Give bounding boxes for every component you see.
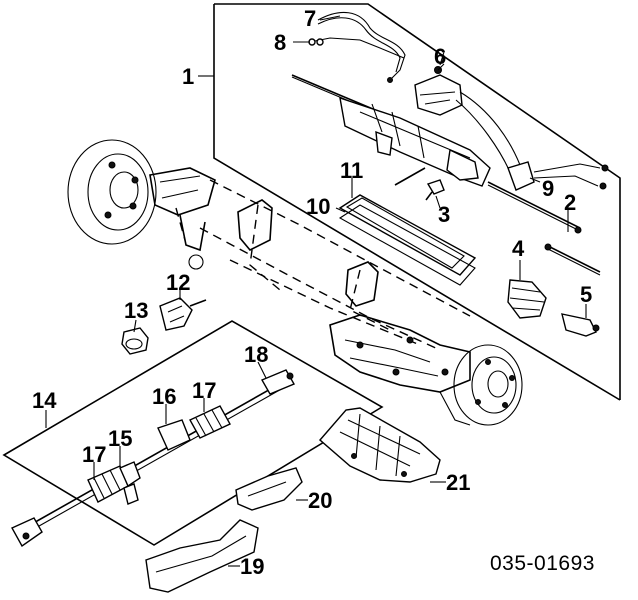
callout-13: 13 bbox=[124, 298, 148, 323]
callout-6: 6 bbox=[434, 44, 446, 69]
callout-2: 2 bbox=[564, 190, 576, 215]
mounting-plate bbox=[338, 194, 477, 286]
callout-16: 16 bbox=[152, 384, 176, 409]
callout-10: 10 bbox=[306, 194, 330, 219]
callout-7: 7 bbox=[304, 6, 316, 31]
callout-1: 1 bbox=[182, 64, 194, 89]
tie-rod-end bbox=[561, 313, 600, 337]
axle-housing-outline bbox=[67, 139, 523, 426]
grommet bbox=[121, 327, 149, 355]
steering-rack-assembly bbox=[291, 11, 609, 234]
callout-9: 9 bbox=[542, 176, 554, 201]
reference-code: 035-01693 bbox=[490, 552, 595, 575]
callout-5: 5 bbox=[580, 282, 592, 307]
callout-8: 8 bbox=[274, 30, 286, 55]
callout-19: 19 bbox=[240, 554, 264, 579]
leader-lines bbox=[45, 15, 587, 567]
callout-20: 20 bbox=[308, 488, 332, 513]
inner-rod bbox=[394, 167, 426, 186]
callout-3: 3 bbox=[438, 202, 450, 227]
callout-15: 15 bbox=[108, 426, 132, 451]
callout-12: 12 bbox=[166, 270, 190, 295]
callout-14: 14 bbox=[32, 388, 57, 413]
callout-17-right: 17 bbox=[192, 378, 216, 403]
callout-labels: 1 2 3 4 5 6 7 8 9 10 11 12 13 14 15 16 1… bbox=[32, 6, 592, 579]
skid-plate bbox=[319, 407, 441, 483]
callout-18: 18 bbox=[244, 342, 268, 367]
rack-mount-bolt bbox=[425, 179, 445, 201]
universal-joint bbox=[159, 297, 207, 331]
rack-boot bbox=[507, 279, 547, 319]
support-bracket bbox=[235, 467, 303, 511]
callout-4: 4 bbox=[512, 236, 525, 261]
drive-shaft-inset bbox=[2, 320, 384, 546]
steering-gear-inset bbox=[213, 3, 621, 401]
callout-21: 21 bbox=[446, 470, 470, 495]
callout-11: 11 bbox=[340, 158, 363, 183]
drive-shaft bbox=[11, 369, 296, 548]
callout-17-left: 17 bbox=[82, 442, 106, 467]
crossmember-bracket bbox=[145, 519, 259, 593]
tie-rod bbox=[544, 243, 601, 276]
